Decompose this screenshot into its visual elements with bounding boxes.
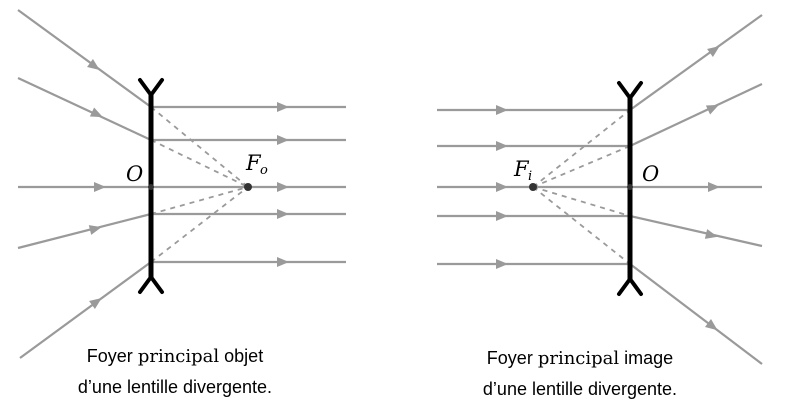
arrow-icon [277,182,289,192]
right-caption: Foyer principal image d’une lentille div… [420,343,740,404]
right-emergent-ray-5 [629,263,763,365]
left-extension-1 [150,106,249,188]
left-incident-arrows [87,58,106,310]
right-emergent-rays [629,14,763,365]
right-emergent-ray-2 [629,83,763,147]
right-focal-point [529,183,537,191]
arrow-icon [89,297,102,310]
right-diagram: O F i [437,14,763,365]
arrow-icon [707,45,720,58]
left-incident-rays [17,9,152,359]
arrow-icon [708,182,720,192]
lens-bottom-tip-icon [617,277,643,296]
left-incident-ray-4 [17,212,152,250]
left-incident-ray-1 [17,9,152,108]
right-caption-line-2: d’une lentille divergente. [482,379,678,399]
arrow-icon [704,229,718,239]
arrow-icon [496,182,508,192]
arrow-icon [496,141,508,151]
right-emergent-ray-4 [629,214,763,248]
arrow-icon [705,104,719,115]
left-focal-point [244,183,252,191]
left-emergent-arrows [277,102,289,267]
arrow-icon [277,209,289,219]
lens-bottom-tip-icon [138,275,164,294]
left-incident-ray-5 [19,261,152,359]
arrow-icon [87,58,100,71]
right-extension-5 [532,186,631,265]
arrow-icon [496,211,508,221]
left-optical-center-point [148,184,154,190]
arrow-icon [277,102,289,112]
right-caption-line-1: Foyer principal image [420,343,740,374]
right-emergent-ray-1 [629,14,763,111]
left-caption-suffix: objet [224,346,264,366]
arrow-icon [496,259,508,269]
right-extension-1 [532,109,631,188]
left-incident-ray-2 [17,77,152,141]
right-extension-2 [532,145,631,188]
arrow-icon [94,182,106,192]
left-focus-subscript: o [260,163,268,178]
arrow-icon [88,225,102,235]
arrow-icon [704,319,718,331]
left-center-label: O [126,162,143,186]
right-extension-4 [532,186,631,217]
arrow-icon [89,107,103,118]
arrow-icon [277,135,289,145]
right-caption-serif-word: principal [537,348,620,369]
right-center-label: O [642,162,659,186]
right-caption-suffix: image [624,348,674,368]
left-virtual-extensions [150,106,249,263]
left-caption-prefix: Foyer [86,346,133,366]
left-caption-line-2: d’une lentille divergente. [77,377,273,397]
arrow-icon [277,257,289,267]
lens-top-tip-icon [138,78,164,97]
left-diagram: O F o [17,9,346,359]
right-virtual-extensions [532,109,631,265]
left-caption-serif-word: principal [137,346,220,367]
right-incident-rays [437,108,630,266]
left-focus-label: F [245,151,262,175]
right-focus-label: F [513,157,530,181]
lens-top-tip-icon [617,81,643,100]
right-optical-center-point [627,184,633,190]
right-focus-subscript: i [528,169,532,184]
left-caption-line-1: Foyer principal objet [15,341,335,372]
left-caption: Foyer principal objet d’une lentille div… [15,341,335,402]
right-caption-prefix: Foyer [486,348,533,368]
left-extension-5 [150,186,249,263]
right-emergent-arrows [704,45,720,331]
right-incident-arrows [496,105,508,269]
left-extension-2 [150,139,249,188]
arrow-icon [496,105,508,115]
left-extension-4 [150,186,249,215]
